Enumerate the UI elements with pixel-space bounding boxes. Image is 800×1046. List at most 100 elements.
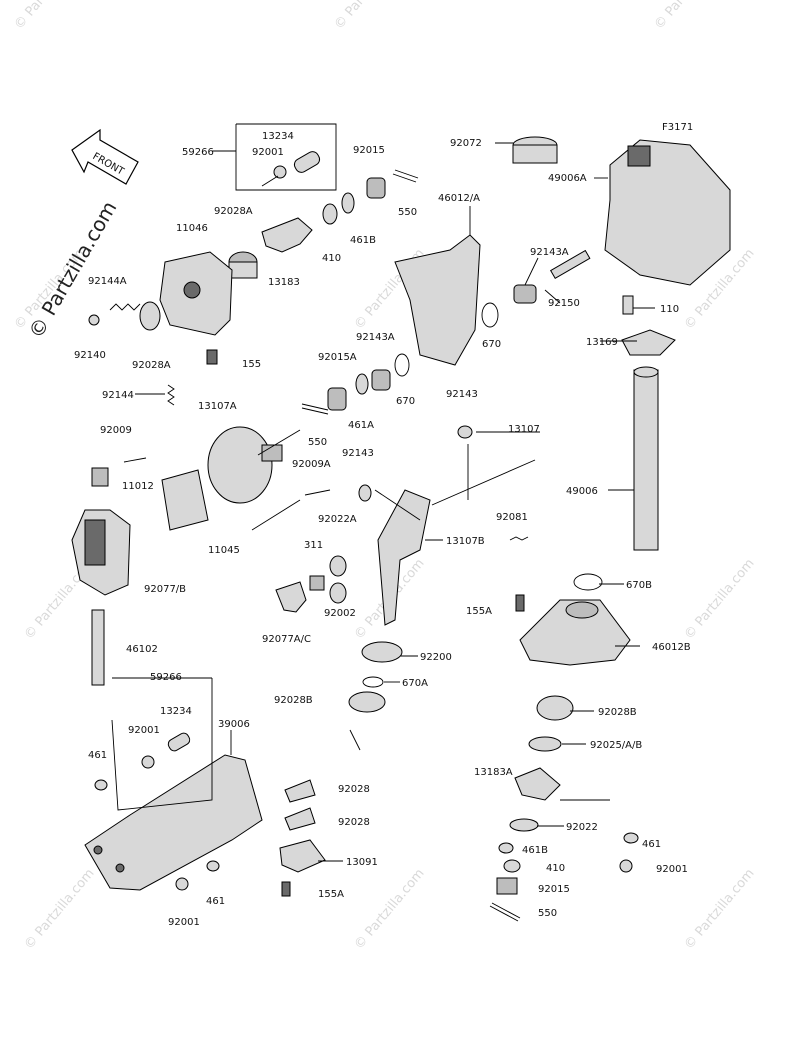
part-11046-housing (159, 251, 233, 336)
callout-46102: 46102 (126, 644, 158, 655)
callout-49006A: 49006A (548, 173, 587, 184)
svg-text:© Partzilla.com: © Partzilla.com (682, 866, 758, 952)
part-13091-clamp (279, 839, 326, 873)
watermark-main: © Partzilla.com (24, 197, 122, 343)
callout-13234: 13234 (262, 131, 294, 142)
part-550-pin-mid (301, 403, 329, 415)
callout-13107A: 13107A (198, 401, 237, 412)
callout-92143A: 92143A (530, 247, 569, 258)
part-155A-bolt-b (281, 881, 291, 897)
callout-46012B: 46012B (652, 642, 691, 653)
part-39006-lever-arm (84, 754, 263, 891)
svg-text:© Partzilla.com: © Partzilla.com (12, 0, 88, 33)
callout-92028A: 92028A (214, 206, 253, 217)
callout-92143-top: 92143 (446, 389, 478, 400)
part-550-pin-bottom (489, 902, 521, 922)
callout-92143A-mid: 92143A (356, 332, 395, 343)
part-13183A-lever (514, 767, 561, 801)
callout-92081: 92081 (496, 512, 528, 523)
callout-461A: 461A (348, 420, 374, 431)
part-311-nut (309, 575, 325, 591)
callout-13107: 13107 (508, 424, 540, 435)
part-92028B-bushing-right (536, 695, 574, 721)
part-92028A-washer-left (139, 301, 161, 331)
part-92143A-bushing-mid (371, 369, 391, 391)
svg-text:© Partzilla.com: © Partzilla.com (652, 0, 728, 33)
callout-110: 110 (660, 304, 679, 315)
part-92143A-bushing (513, 284, 537, 304)
part-92001-ball-joint-right (619, 859, 633, 873)
part-92143-washer-mid (358, 484, 372, 502)
part-410-washer (322, 203, 338, 225)
callout-92028B-right: 92028B (598, 707, 637, 718)
part-92143-washer-top (457, 425, 473, 439)
callout-13183A: 13183A (474, 767, 513, 778)
part-92015-nut (366, 177, 386, 199)
callout-59266: 59266 (182, 147, 214, 158)
part-92015A-nut (327, 387, 347, 411)
callout-670A: 670A (402, 678, 428, 689)
callout-11045: 11045 (208, 545, 240, 556)
callout-92028-a: 92028 (338, 784, 370, 795)
callout-410-lower: 410 (546, 863, 565, 874)
callout-155A: 155A (466, 606, 492, 617)
callout-550: 550 (398, 207, 417, 218)
callout-labels: 59266 13234 92001 92015 92072 49006A 550… (74, 131, 691, 928)
callout-11012: 11012 (122, 481, 154, 492)
part-110-bolt (622, 295, 634, 315)
svg-text:© Partzilla.com: © Partzilla.com (682, 556, 758, 642)
svg-text:© Partzilla.com: © Partzilla.com (22, 866, 98, 952)
svg-text:© Partzilla.com: © Partzilla.com (352, 866, 428, 952)
callout-46012-A: 46012/A (438, 193, 480, 204)
callout-550-lower: 550 (538, 908, 557, 919)
part-13107A-plate (207, 426, 283, 504)
part-461-washer-c (206, 860, 220, 872)
callout-13091: 13091 (346, 857, 378, 868)
callout-92144: 92144 (102, 390, 134, 401)
callout-155: 155 (242, 359, 261, 370)
part-461B-washer-bottom (498, 842, 514, 854)
callout-670B: 670B (626, 580, 652, 591)
callout-92002: 92002 (324, 608, 356, 619)
part-92009-screw (123, 457, 147, 463)
callout-13234-lower: 13234 (160, 706, 192, 717)
callout-461B-lower: 461B (522, 845, 548, 856)
callout-92001-lower: 92001 (128, 725, 160, 736)
svg-text:© Partzilla.com: © Partzilla.com (332, 0, 408, 33)
part-92025-washer (528, 736, 562, 752)
part-13107B-lever (377, 489, 431, 626)
part-13234-cable-end-b (167, 732, 191, 752)
part-461A-washer (355, 373, 369, 395)
part-92028B-bushing (348, 691, 386, 713)
part-155A-bolt (515, 594, 525, 612)
part-92022A-washer (329, 555, 347, 577)
callout-461-right: 461 (642, 839, 661, 850)
part-461-washer-right (623, 832, 639, 844)
callout-13107B: 13107B (446, 536, 485, 547)
part-92077AC-knob (275, 581, 307, 613)
part-46012-bracket (394, 234, 481, 366)
callout-92140: 92140 (74, 350, 106, 361)
part-92144-spring (167, 384, 175, 406)
part-550-cotter-pin (392, 169, 419, 183)
part-46102-rail (91, 609, 105, 686)
part-49006-shaft-tube (633, 366, 659, 551)
part-670-oring (481, 302, 499, 328)
callout-92015: 92015 (353, 145, 385, 156)
part-461-washer-b (94, 779, 108, 791)
callout-92009A: 92009A (292, 459, 331, 470)
part-92028-bushing-2 (284, 807, 316, 831)
part-92072-clamp (512, 136, 558, 164)
part-13234-cable-end (293, 151, 321, 173)
callout-92150: 92150 (548, 298, 580, 309)
callout-461B: 461B (350, 235, 376, 246)
callout-92001: 92001 (252, 147, 284, 158)
part-13107-shaft (431, 459, 536, 506)
part-92200-bushing (361, 641, 403, 663)
part-11045-bracket (161, 469, 209, 531)
part-410-washer-bottom (503, 859, 521, 873)
leader-lines (111, 123, 655, 862)
callout-39006: 39006 (218, 719, 250, 730)
